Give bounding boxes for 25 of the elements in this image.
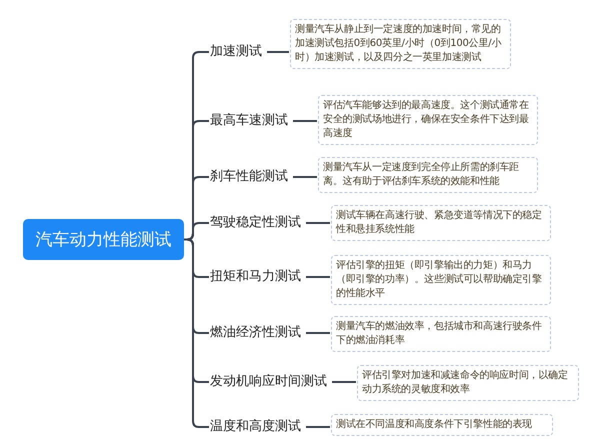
branch-label: 扭矩和马力测试 <box>210 268 301 286</box>
description-box: 评估汽车能够达到的最高速度。这个测试通常在安全的测试场地进行，确保在安全条件下达到最高速度 <box>318 95 538 145</box>
connector-line <box>293 176 317 178</box>
description-box: 评估引擎对加速和减速命令的响应时间，以确定动力系统的灵敏度和效率 <box>357 365 579 401</box>
branch-label: 刹车性能测试 <box>210 168 288 186</box>
connector-line <box>306 276 330 278</box>
branch-label: 最高车速测试 <box>210 112 288 130</box>
connector-line <box>306 426 330 428</box>
branch-label: 加速测试 <box>210 43 262 61</box>
connector-line <box>267 51 289 53</box>
branch-label: 驾驶稳定性测试 <box>210 214 301 232</box>
branch-label: 燃油经济性测试 <box>210 324 301 342</box>
connector-line <box>306 332 330 334</box>
connector-line <box>306 222 330 224</box>
root-box: 汽车动力性能测试 <box>23 219 184 260</box>
connector-line <box>332 381 356 383</box>
description-box: 评估引擎的扭矩（即引擎输出的力矩）和马力（即引擎的功率）。这些测试可以帮助确定引擎的性能水平 <box>331 255 551 305</box>
branch-label: 温度和高度测试 <box>210 418 301 436</box>
description-box: 测量汽车的燃油效率，包括城市和高速行驶条件下的燃油消耗率 <box>331 316 551 352</box>
description-box: 测试在不同温度和高度条件下引擎性能的表现 <box>331 414 553 436</box>
description-box: 测量汽车从一定速度到完全停止所需的刹车距离。这有助于评估刹车系统的效能和性能 <box>318 157 538 193</box>
description-box: 测量汽车从静止到一定速度的加速时间，常见的加速测试包括0到60英里/小时（0到100公里/小时）加速测试，以及四分之一英里加速测试 <box>290 19 511 69</box>
description-box: 测试车辆在高速行驶、紧急变道等情况下的稳定性和悬挂系统性能 <box>331 205 551 241</box>
branch-label: 发动机响应时间测试 <box>210 373 327 391</box>
connector-line <box>293 120 317 122</box>
